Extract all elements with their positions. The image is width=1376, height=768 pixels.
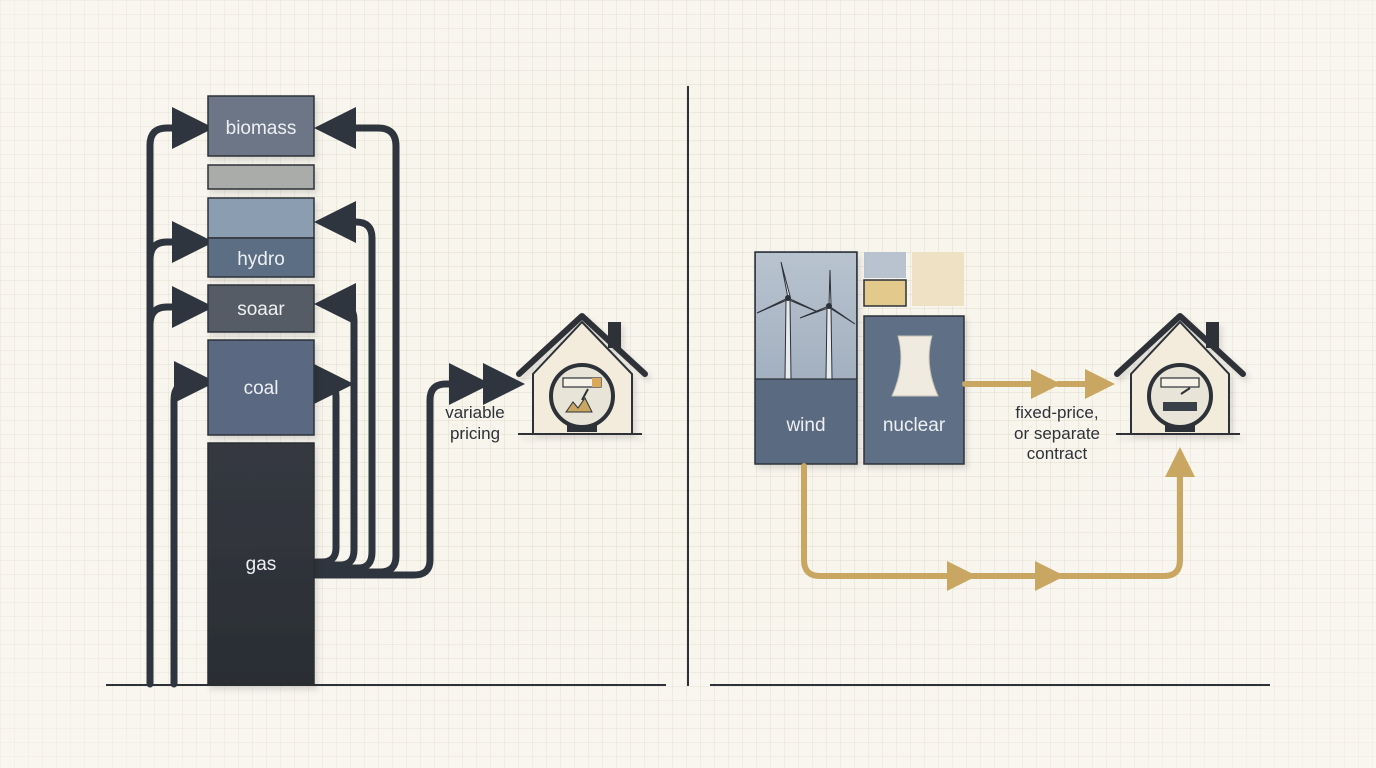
gold-square xyxy=(863,279,907,307)
fixed-price-line3: contract xyxy=(1027,444,1088,463)
left-return-arrows xyxy=(312,107,525,579)
right-meter-dial xyxy=(1147,363,1213,429)
left-source-stack xyxy=(207,95,315,686)
unlabeled-block xyxy=(207,164,315,190)
left-meter-dial xyxy=(549,363,615,429)
light-blue-square xyxy=(864,252,906,278)
hydro-block xyxy=(207,237,315,278)
solar-block xyxy=(207,284,315,333)
arrow-gas-to-biomass xyxy=(312,107,400,576)
left-meter-display-accent xyxy=(592,378,601,387)
solar-label: soaar xyxy=(237,299,285,320)
arrow-to-coal xyxy=(170,361,216,688)
arrow-wind-to-house xyxy=(1057,447,1195,579)
hydro-upper-block xyxy=(207,197,315,239)
beige-square xyxy=(912,252,964,306)
wind-turbine-icon xyxy=(756,261,856,380)
turbine-1-hub xyxy=(785,295,791,301)
left-house-roof xyxy=(516,313,648,377)
wind-label: wind xyxy=(785,415,825,436)
fixed-price-line1: fixed-price, xyxy=(1015,403,1098,422)
arrow-wind-bottom-1 xyxy=(801,463,977,591)
variable-meter-icon xyxy=(549,363,615,432)
arrow-to-biomass xyxy=(146,107,214,688)
nuclear-label: nuclear xyxy=(883,415,946,436)
cooling-tower-icon xyxy=(891,335,939,397)
right-gold-arrows xyxy=(801,369,1195,591)
biomass-block xyxy=(207,95,315,157)
arrow-to-hydro xyxy=(146,221,214,264)
arrow-gas-to-coal xyxy=(312,363,354,566)
fixed-meter-icon xyxy=(1147,363,1213,432)
coal-label: coal xyxy=(244,378,279,399)
arrow-to-solar xyxy=(146,286,214,329)
left-source-labels: biomass hydro soaar coal gas xyxy=(226,118,297,575)
biomass-label: biomass xyxy=(226,118,297,139)
left-input-arrows xyxy=(146,107,216,688)
gas-label: gas xyxy=(246,554,277,575)
left-meter-needle xyxy=(581,388,589,401)
gas-block xyxy=(207,442,315,686)
coal-block xyxy=(207,339,315,436)
turbine-2-tower xyxy=(825,307,833,380)
turbine-1-tower xyxy=(784,299,792,380)
hydro-label: hydro xyxy=(237,249,285,270)
right-meter-fixed-bar xyxy=(1163,402,1197,411)
right-house-roof xyxy=(1114,313,1246,377)
arrow-gas-to-solar xyxy=(312,283,358,569)
wind-block xyxy=(754,251,858,465)
variable-pricing-line2: pricing xyxy=(450,424,500,443)
left-meter-variable-graph xyxy=(565,397,593,413)
variable-pricing-line1: variable xyxy=(445,403,505,422)
right-meter-display xyxy=(1160,377,1200,388)
arrow-gas-to-hydro xyxy=(312,201,376,572)
right-meter-needle xyxy=(1180,387,1191,395)
fixed-price-line2: or separate xyxy=(1014,424,1100,443)
arrow-gas-to-house xyxy=(312,363,491,579)
turbine-2-hub xyxy=(826,303,832,309)
